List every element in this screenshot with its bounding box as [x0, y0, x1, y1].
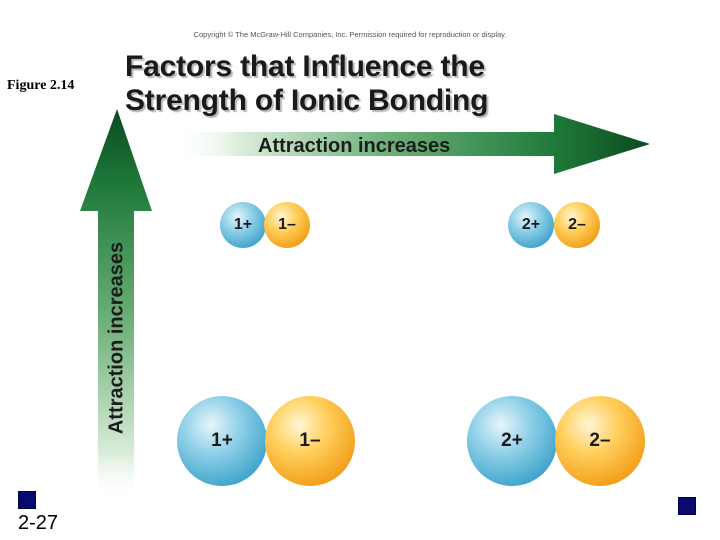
cation-1plus-large: 1+	[177, 396, 267, 486]
vertical-arrow-label: Attraction increases	[105, 241, 128, 435]
cation-2plus-small: 2+	[508, 202, 554, 248]
previous-slide-button[interactable]	[18, 491, 36, 509]
figure-label: Figure 2.14	[7, 78, 75, 93]
diagram-title: Factors that Influence the Strength of I…	[125, 50, 565, 122]
cation-1plus-small: 1+	[220, 202, 266, 248]
horizontal-attraction-arrow	[170, 114, 650, 174]
cation-charge-label: 2+	[521, 216, 541, 233]
title-line-2: Strength of Ionic Bonding	[125, 84, 489, 117]
title-line-1: Factors that Influence the	[125, 50, 485, 83]
anion-charge-label: 2–	[589, 430, 611, 451]
cation-charge-label: 1+	[211, 430, 233, 451]
anion-charge-label: 1–	[299, 430, 321, 451]
cation-charge-label: 1+	[233, 216, 253, 233]
anion-2minus-small: 2–	[554, 202, 600, 248]
anion-2minus-large: 2–	[555, 396, 645, 486]
next-slide-button[interactable]	[678, 497, 696, 515]
copyright-notice: Copyright © The McGraw-Hill Companies, I…	[193, 30, 507, 39]
anion-charge-label: 1–	[278, 216, 296, 233]
horizontal-arrow-label: Attraction increases	[258, 135, 451, 157]
slide-number: 2-27	[18, 512, 59, 534]
anion-1minus-large: 1–	[265, 396, 355, 486]
cation-2plus-large: 2+	[467, 396, 557, 486]
anion-charge-label: 2–	[568, 216, 586, 233]
anion-1minus-small: 1–	[264, 202, 310, 248]
vertical-attraction-arrow	[80, 109, 152, 500]
cation-charge-label: 2+	[501, 430, 523, 451]
